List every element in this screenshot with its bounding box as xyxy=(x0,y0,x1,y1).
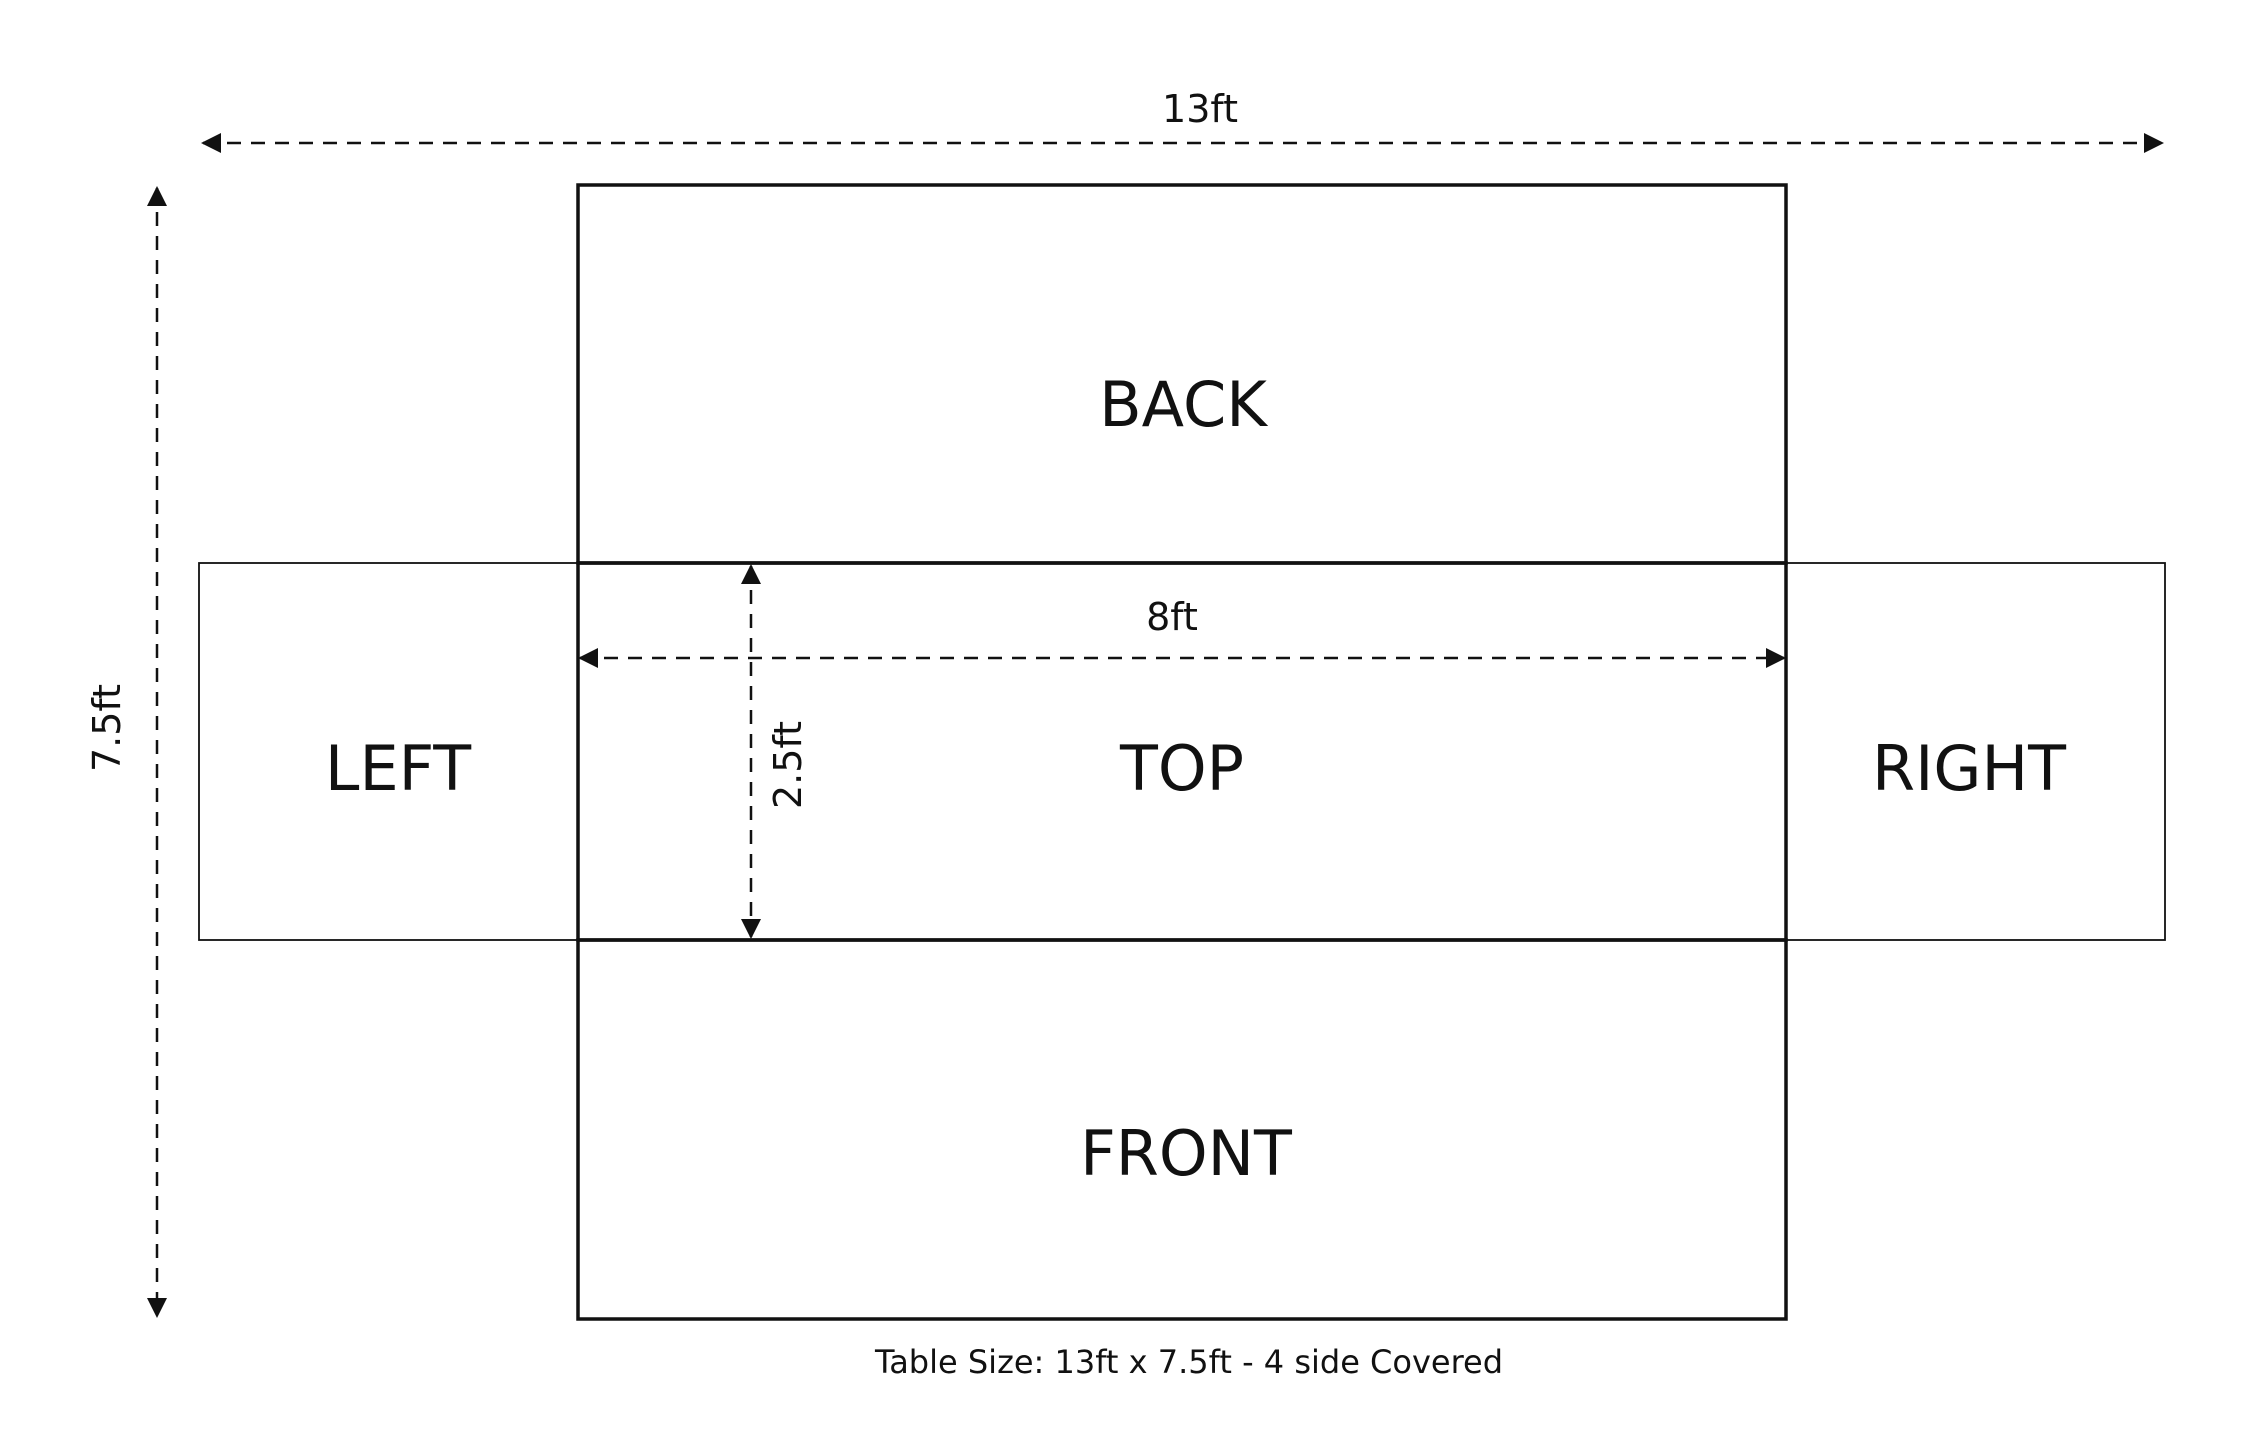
overall-width-label: 13ft xyxy=(1162,87,1238,131)
drop-height-label: 2.5ft xyxy=(766,721,810,809)
top-width-label: 8ft xyxy=(1146,595,1198,639)
table-size-caption: Table Size: 13ft x 7.5ft - 4 side Covere… xyxy=(874,1343,1503,1381)
back-panel-label: BACK xyxy=(1099,368,1268,441)
front-panel-label: FRONT xyxy=(1080,1117,1293,1190)
front-panel xyxy=(576,938,1788,1321)
right-panel xyxy=(1785,562,2166,941)
top-panel-label: TOP xyxy=(1119,732,1244,805)
right-panel-label: RIGHT xyxy=(1872,732,2067,805)
overall-height-label: 7.5ft xyxy=(85,684,129,772)
left-panel-label: LEFT xyxy=(325,732,472,805)
